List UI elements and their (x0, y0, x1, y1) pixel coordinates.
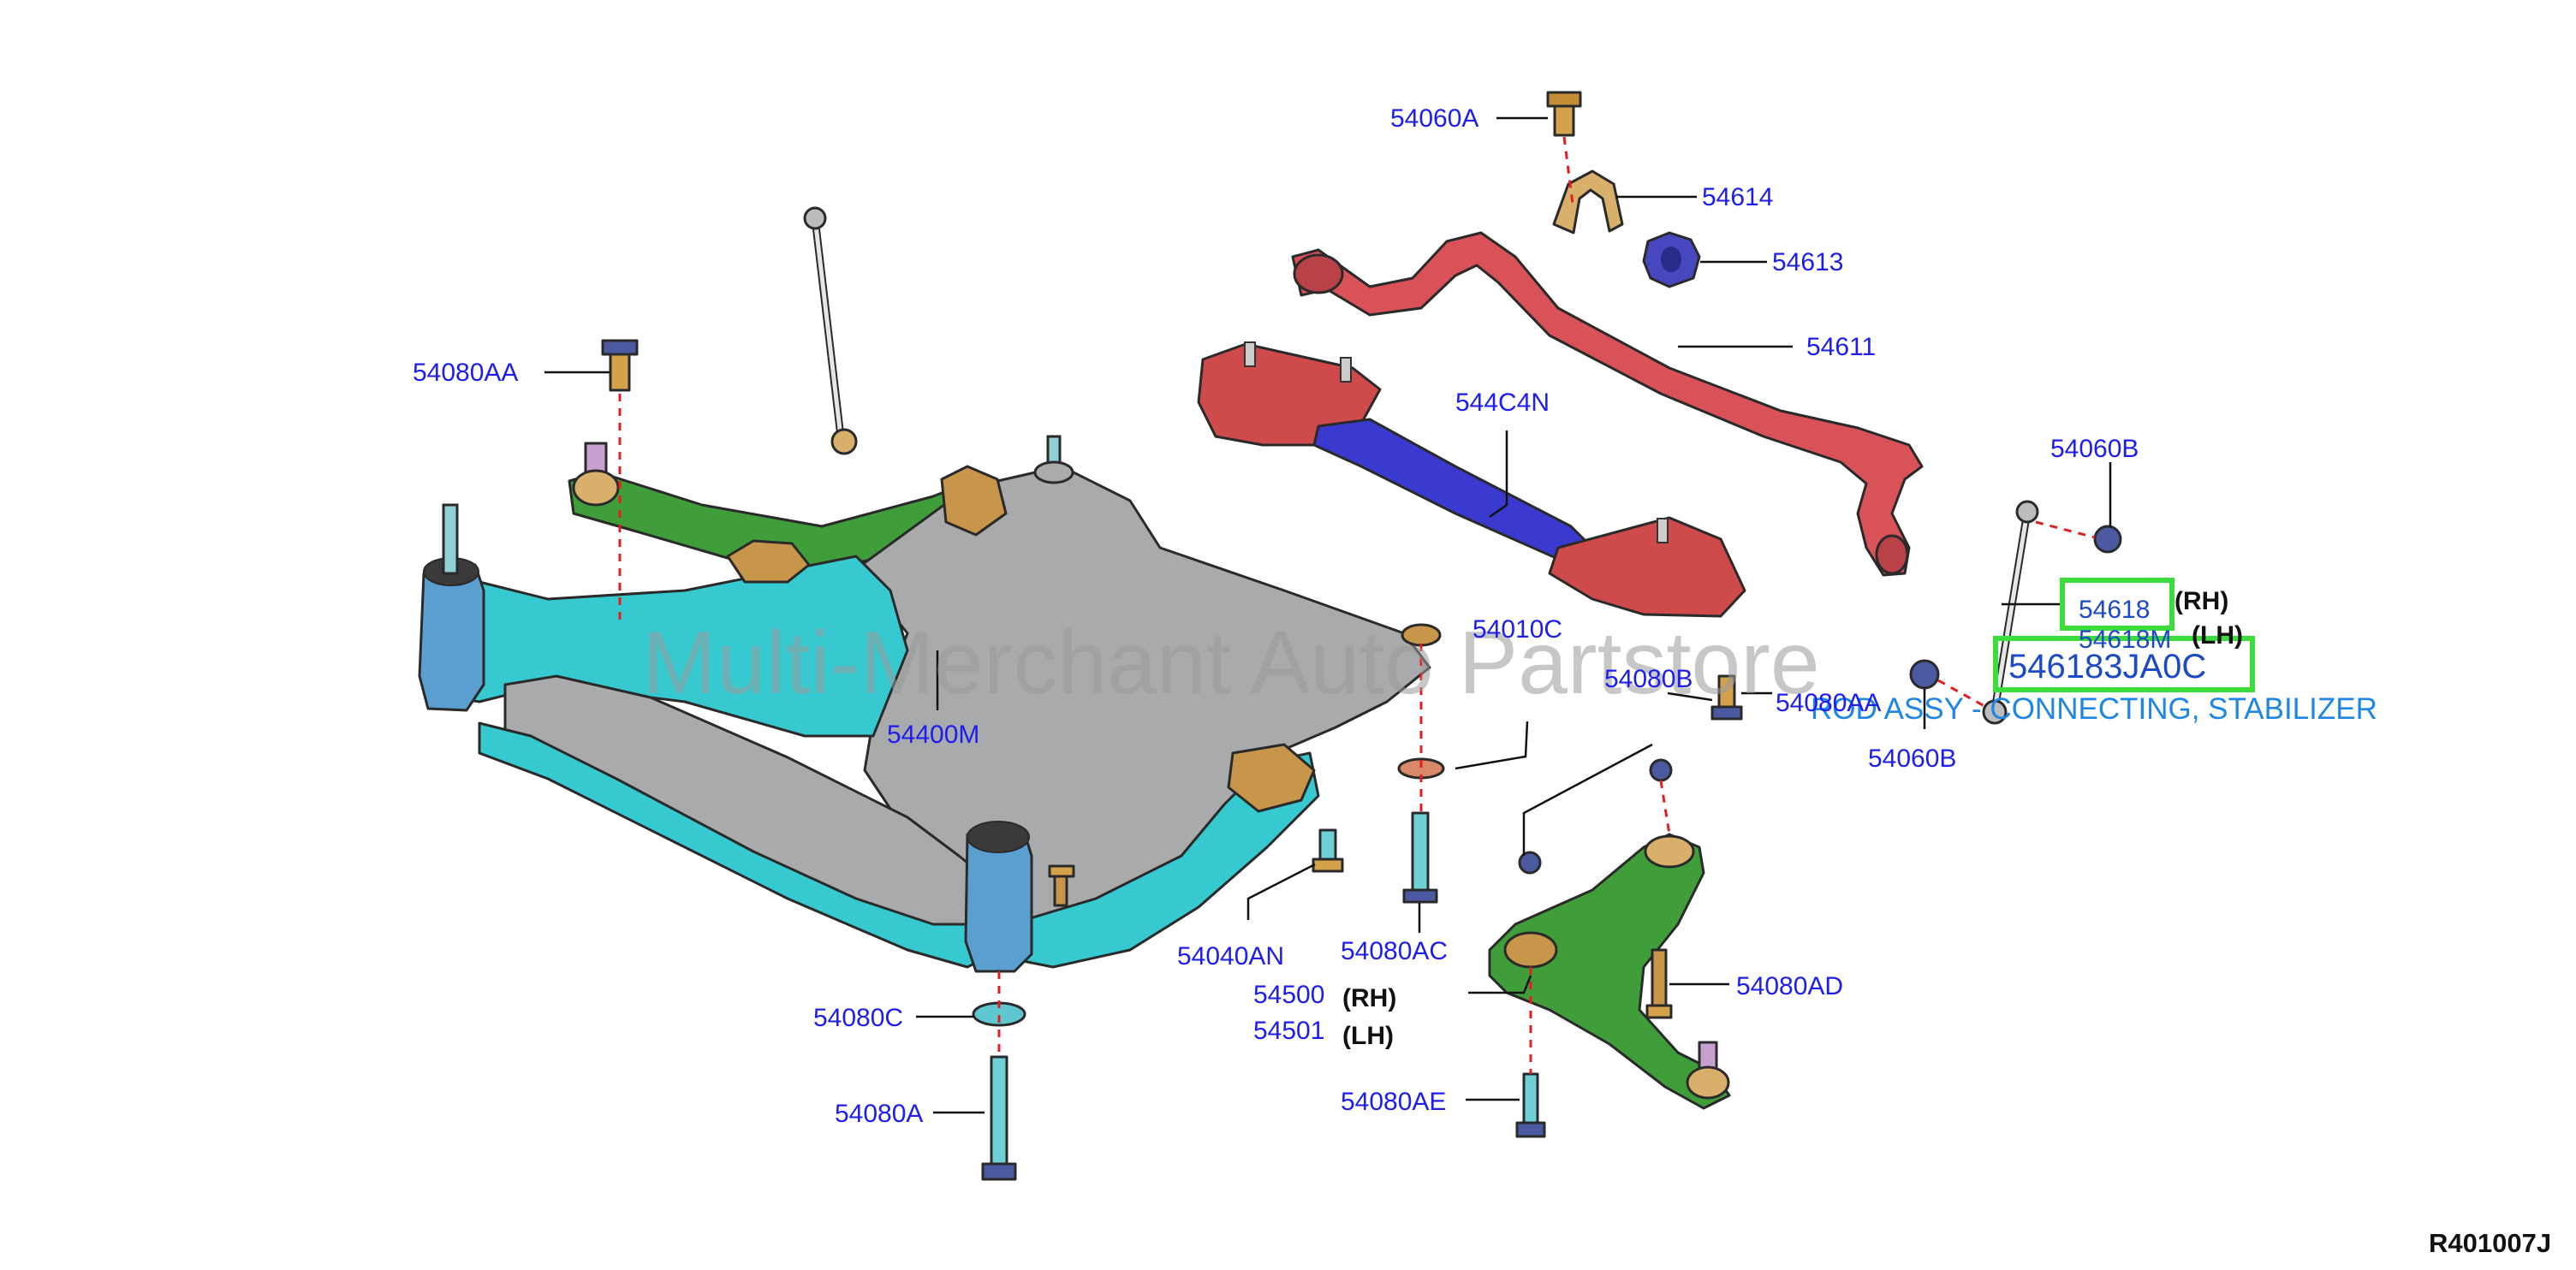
label-54080AC[interactable]: 54080AC (1341, 937, 1448, 965)
link-nut-lower-part[interactable] (1909, 659, 1940, 690)
label-544C4N[interactable]: 544C4N (1455, 389, 1550, 417)
label-54618M-lh: (LH) (2192, 621, 2243, 650)
highlight-box-54618 (2060, 578, 2174, 631)
label-part-description: ROD ASSY - CONNECTING, STABILIZER (1811, 692, 2377, 726)
ball-joint-left-part[interactable] (572, 442, 620, 507)
bolt-54080A-part[interactable] (981, 1055, 1017, 1181)
label-54080AE[interactable]: 54080AE (1341, 1088, 1446, 1116)
bolt-right-arm-part[interactable] (1048, 864, 1075, 907)
connecting-rod-left-part[interactable] (803, 206, 858, 455)
label-54040AN[interactable]: 54040AN (1177, 942, 1284, 970)
bolt-54080AC-part[interactable] (1402, 811, 1438, 904)
watermark-text: Multi-Merchant Auto Partstore (642, 614, 1820, 713)
stabilizer-clamp-part[interactable] (1552, 169, 1624, 234)
label-54501[interactable]: 54501 (1253, 1017, 1324, 1045)
label-54060B-top[interactable]: 54060B (2050, 435, 2139, 463)
label-54618[interactable]: 54618 (2079, 596, 2150, 624)
label-54611[interactable]: 54611 (1806, 333, 1876, 361)
label-54618-rh: (RH) (2174, 587, 2228, 615)
diagram-code: R401007J (2429, 1228, 2551, 1258)
label-54618M[interactable]: 54618M (2079, 626, 2171, 654)
bolt-54080AA-left-part[interactable] (601, 339, 639, 392)
alignment-lines (618, 136, 2096, 1074)
bolt-54080AA-right-part[interactable] (1710, 674, 1743, 721)
label-54060A[interactable]: 54060A (1390, 104, 1478, 133)
highlight-box-part-number (1993, 636, 2255, 692)
label-54501-lh: (LH) (1342, 1022, 1394, 1050)
suspension-member-part[interactable] (418, 435, 1431, 973)
member-reinforcement-part[interactable] (1197, 341, 1746, 618)
label-54500[interactable]: 54500 (1253, 981, 1324, 1009)
label-54080B[interactable]: 54080B (1604, 665, 1693, 693)
label-54500-rh: (RH) (1342, 984, 1396, 1012)
label-54080AA-left[interactable]: 54080AA (413, 359, 518, 387)
bolt-54080AE-part[interactable] (1515, 1072, 1546, 1138)
label-54613[interactable]: 54613 (1772, 248, 1843, 276)
label-54400M[interactable]: 54400M (887, 721, 979, 749)
label-54080AD[interactable]: 54080AD (1736, 972, 1843, 1000)
label-54010C[interactable]: 54010C (1472, 615, 1562, 644)
transverse-link-part[interactable] (1488, 833, 1731, 1110)
stabilizer-bar-part[interactable] (1291, 231, 1924, 577)
label-54614[interactable]: 54614 (1702, 183, 1773, 211)
bolt-54040AN-part[interactable] (1312, 828, 1344, 873)
label-highlight-part-number[interactable]: 546183JA0C (2008, 648, 2206, 685)
bolt-54080AD-part[interactable] (1645, 948, 1673, 1019)
label-54080A[interactable]: 54080A (835, 1100, 923, 1128)
label-54080AA-right[interactable]: 54080AA (1776, 689, 1881, 717)
stabilizer-bushing-part[interactable] (1642, 231, 1701, 288)
label-54080C[interactable]: 54080C (813, 1004, 903, 1032)
clamp-bolt-part[interactable] (1546, 91, 1582, 137)
leader-lines (544, 116, 2112, 1114)
label-54060B-bottom[interactable]: 54060B (1868, 745, 1956, 773)
connecting-rod-right-part[interactable] (1982, 500, 2039, 725)
link-nut-upper-part[interactable] (2093, 525, 2122, 554)
